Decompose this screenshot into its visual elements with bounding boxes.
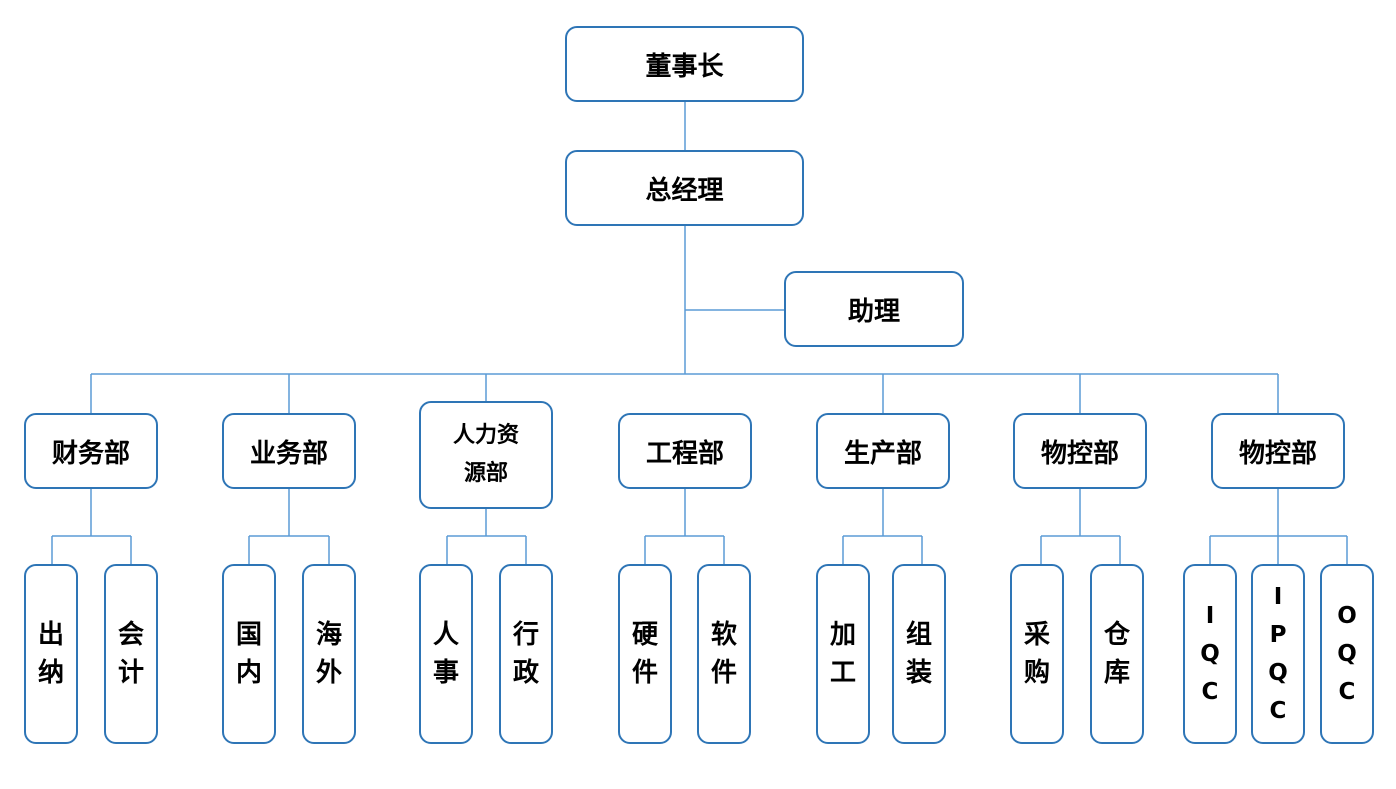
general-manager-label: 总经理 — [645, 175, 724, 206]
sub-unit-node: 出纳 — [24, 564, 78, 744]
sub-unit-label: 人事 — [432, 620, 459, 688]
sub-unit-node: 组装 — [892, 564, 946, 744]
department-node: 工程部 — [618, 413, 752, 489]
sub-unit-label: IPQC — [1268, 584, 1288, 724]
department-label: 物控部 — [1238, 438, 1317, 469]
sub-unit-label: 海外 — [315, 620, 342, 688]
sub-unit-label: 采购 — [1023, 620, 1050, 688]
sub-unit-node: 人事 — [419, 564, 473, 744]
department-label: 物控部 — [1040, 438, 1119, 469]
assistant-node: 助理 — [784, 271, 964, 347]
sub-unit-label: 会计 — [117, 620, 144, 688]
sub-unit-label: 国内 — [235, 620, 262, 688]
department-node: 物控部 — [1013, 413, 1147, 489]
department-label: 业务部 — [249, 438, 328, 469]
sub-unit-node: 加工 — [816, 564, 870, 744]
department-node: 物控部 — [1211, 413, 1345, 489]
department-label: 工程部 — [645, 438, 724, 469]
sub-unit-node: 采购 — [1010, 564, 1064, 744]
department-node: 业务部 — [222, 413, 356, 489]
department-label: 人力资源部 — [452, 423, 519, 486]
general-manager-node: 总经理 — [565, 150, 804, 226]
department-node: 生产部 — [816, 413, 950, 489]
sub-unit-node: 行政 — [499, 564, 553, 744]
sub-unit-label: 出纳 — [37, 620, 64, 688]
chairman-node: 董事长 — [565, 26, 804, 102]
sub-unit-label: 行政 — [512, 620, 539, 688]
sub-unit-node: 仓库 — [1090, 564, 1144, 744]
sub-unit-label: IQC — [1200, 603, 1220, 705]
chairman-label: 董事长 — [645, 51, 724, 82]
sub-unit-node: OQC — [1320, 564, 1374, 744]
department-label: 生产部 — [843, 438, 922, 469]
department-node: 财务部 — [24, 413, 158, 489]
sub-unit-node: 国内 — [222, 564, 276, 744]
sub-unit-label: OQC — [1337, 603, 1357, 705]
sub-unit-node: IPQC — [1251, 564, 1305, 744]
department-node: 人力资源部 — [419, 401, 553, 509]
sub-unit-node: 海外 — [302, 564, 356, 744]
sub-unit-label: 软件 — [710, 620, 737, 688]
sub-unit-node: 软件 — [697, 564, 751, 744]
sub-unit-node: IQC — [1183, 564, 1237, 744]
department-label: 财务部 — [51, 438, 130, 469]
sub-unit-label: 硬件 — [631, 620, 658, 688]
sub-unit-node: 会计 — [104, 564, 158, 744]
sub-unit-label: 加工 — [829, 620, 856, 688]
assistant-label: 助理 — [847, 296, 900, 327]
sub-unit-label: 组装 — [905, 620, 932, 688]
sub-unit-node: 硬件 — [618, 564, 672, 744]
sub-unit-label: 仓库 — [1103, 620, 1130, 688]
